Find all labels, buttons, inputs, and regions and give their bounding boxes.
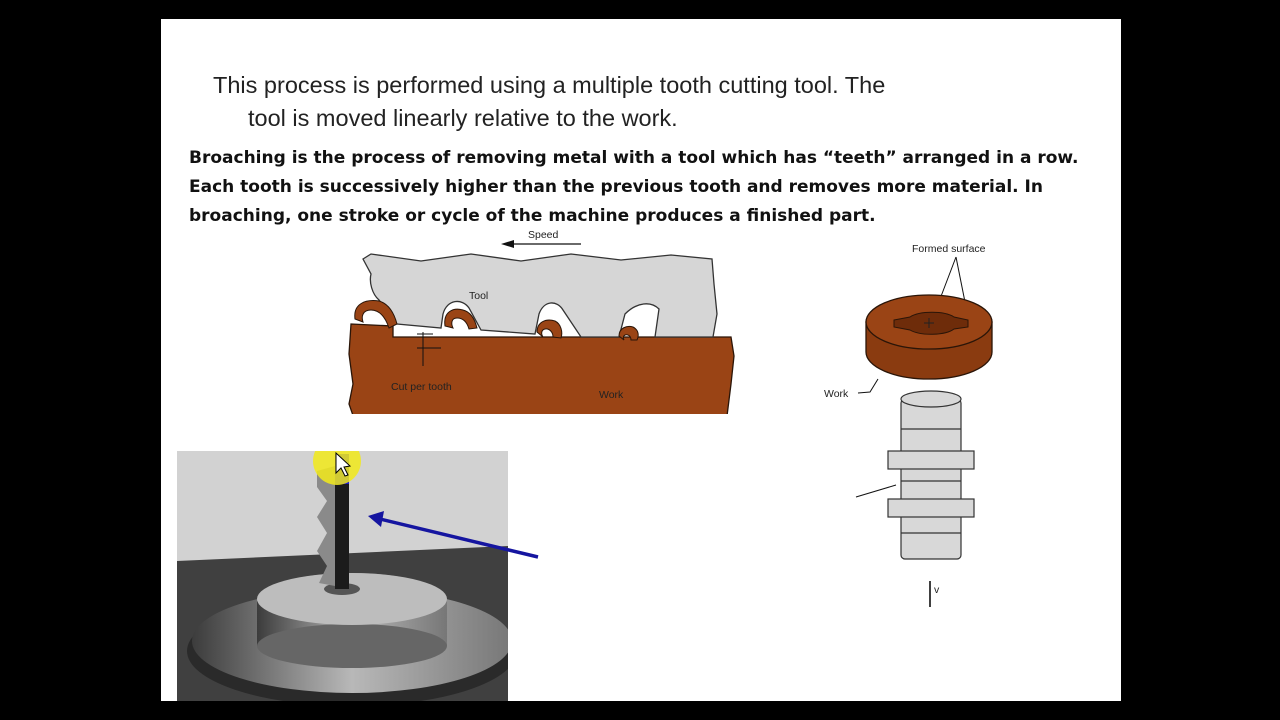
cursor-icon [335,451,352,477]
definition-line-3: broaching, one stroke or cycle of the ma… [189,206,876,226]
work-piece [348,323,735,414]
broach-photo [177,451,508,701]
formed-surface-label: Formed surface [912,243,986,255]
speed-arrow [501,240,581,248]
gear [187,573,508,701]
tool-label: Tool [469,290,488,302]
intro-text: This process is performed using a multip… [213,69,1033,135]
speed-label: Speed [528,229,559,241]
tool-teeth [354,300,639,341]
definition-text: Broaching is the process of removing met… [189,144,1114,231]
work-label: Work [599,389,624,401]
slide: This process is performed using a multip… [161,19,1121,701]
pointer-arrow [368,511,539,559]
intro-line-2: tool is moved linearly relative to the w… [248,105,678,131]
tool-body [362,253,718,338]
definition-line-2: Each tooth is successively higher than t… [189,177,1043,197]
work-label-right: Work [824,388,849,400]
velocity-label: v [934,584,940,596]
work-ring [865,294,993,380]
cut-per-tooth-label: Cut per tooth [391,381,452,393]
broach-tool [887,390,975,560]
definition-line-1: Broaching is the process of removing met… [189,148,1079,168]
broach-tool-diagram: Speed Tool Cut per tooth Work [348,229,735,414]
cut-dimension [417,332,441,366]
intro-line-1: This process is performed using a multip… [213,72,886,98]
internal-broach-diagram: Formed surface Work v [824,243,993,607]
